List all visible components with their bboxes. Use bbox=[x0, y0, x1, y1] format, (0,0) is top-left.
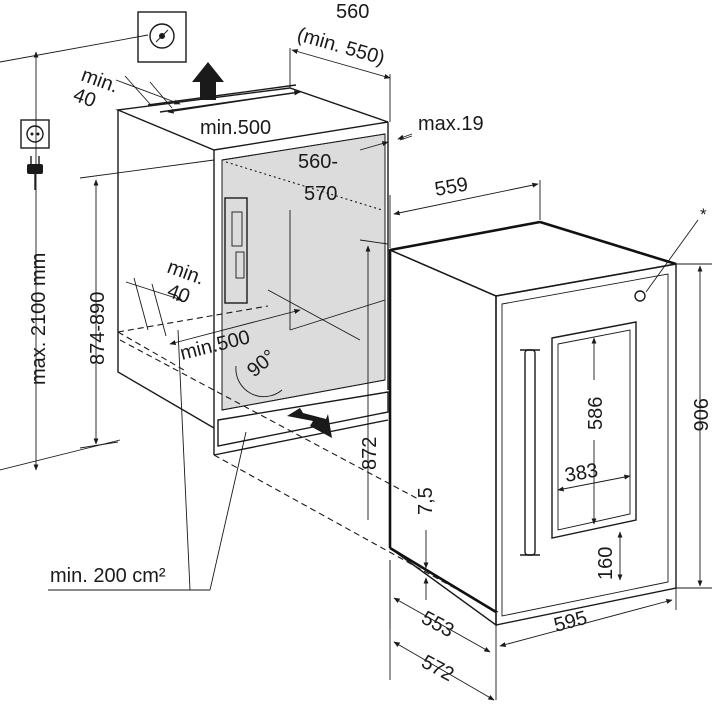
arrow-left-icon bbox=[287, 408, 332, 438]
label-niche-height: 874-890 bbox=[87, 292, 109, 365]
dim-line-top-vent bbox=[167, 90, 301, 114]
dim-line-bottom-vent bbox=[169, 308, 301, 346]
dim-line-appliance-width-top bbox=[393, 182, 539, 216]
label-appliance-height: 906 bbox=[689, 398, 711, 431]
label-depth-553: 553 bbox=[418, 607, 458, 642]
label-glass-height: 586 bbox=[585, 397, 607, 430]
label-niche-width-2: 570 bbox=[304, 183, 337, 205]
dim-line-glass-width bbox=[557, 474, 631, 492]
label-appliance-width: 595 bbox=[552, 607, 590, 637]
appliance bbox=[387, 220, 677, 627]
glass-door-window bbox=[551, 321, 637, 539]
arrow-up-icon bbox=[192, 62, 224, 100]
dim-line-niche-depth bbox=[291, 49, 391, 79]
niche-socket-panel bbox=[224, 197, 248, 304]
switch-icon bbox=[137, 11, 187, 63]
socket-icon bbox=[20, 119, 50, 149]
label-asterisk: * bbox=[700, 205, 707, 224]
label-depth-572: 572 bbox=[418, 651, 458, 686]
label-max-socket-height: max. 2100 mm bbox=[28, 253, 50, 385]
label-niche-width-1: 560- bbox=[298, 151, 338, 173]
label-door-height: 872 bbox=[359, 437, 381, 470]
dim-line-niche-width bbox=[225, 161, 383, 211]
dim-line-panel-max bbox=[397, 133, 413, 140]
label-panel-max: max.19 bbox=[418, 113, 484, 135]
door-handle bbox=[524, 349, 536, 556]
dim-line-appliance-width bbox=[499, 599, 673, 647]
wall-line bbox=[0, 34, 149, 63]
plug-icon bbox=[27, 156, 43, 190]
display-indicator bbox=[634, 290, 646, 302]
label-plinth-offset: 7,5 bbox=[415, 487, 437, 515]
label-niche-depth-min: (min. 550) bbox=[295, 24, 388, 70]
dim-line-depth-572 bbox=[393, 641, 495, 701]
label-appliance-width-top: 559 bbox=[433, 173, 470, 200]
dim-line-top-gap bbox=[115, 79, 181, 105]
label-vent-area: min. 200 cm² bbox=[50, 565, 166, 587]
label-top-vent-width: min.500 bbox=[200, 117, 271, 139]
niche bbox=[115, 87, 389, 456]
label-glass-bottom: 160 bbox=[595, 547, 617, 580]
label-niche-depth: 560 bbox=[336, 1, 369, 23]
